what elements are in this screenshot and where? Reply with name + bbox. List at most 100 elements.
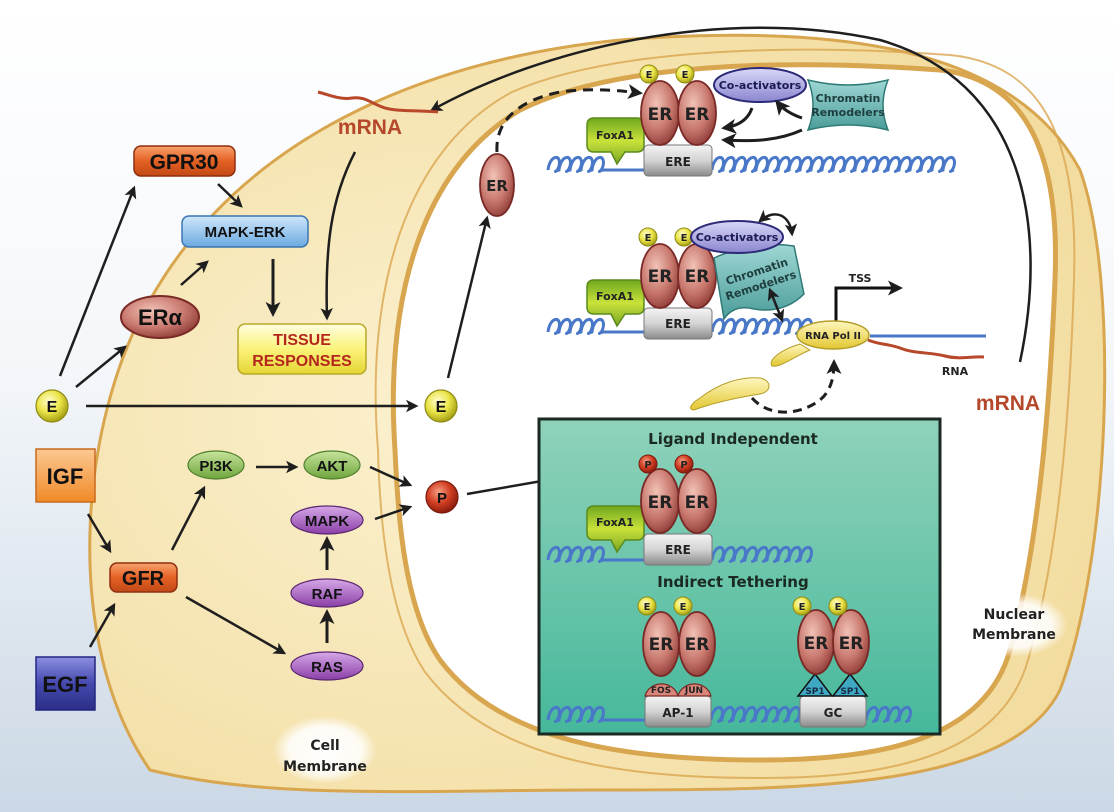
coactivators-classical[interactable]: Co-activators [713, 67, 807, 103]
dna-strand-classical [546, 156, 956, 173]
dna-segment [546, 156, 605, 173]
non-classical-panel: Ligand Independent FoxA1 ERE ER ER P P I… [537, 417, 942, 736]
estrogen-extracellular-label: E [47, 399, 58, 416]
egf-ligand[interactable]: EGF [35, 656, 96, 711]
estrogen-classical-right[interactable]: E [675, 64, 695, 84]
nuclear-membrane-label-glow [960, 593, 1068, 657]
nuclear-membrane-label-line1: Nuclear [984, 607, 1045, 623]
sp1-right-label: SP1 [840, 687, 859, 697]
arrow-coactivators-to-er [721, 107, 754, 134]
ap1-label: AP-1 [662, 706, 693, 720]
er-ap1-right-label: ER [685, 635, 710, 655]
er-gc-right-label: ER [839, 634, 864, 654]
ap1-site[interactable]: AP-1 [644, 695, 712, 728]
dashed-pol2-recruit-arrow [750, 359, 842, 414]
mapk-erk-box[interactable]: MAPK-ERK [181, 215, 309, 248]
chromatin-classical-line1: Chromatin [816, 92, 881, 105]
estrogen-classical-left[interactable]: E [639, 64, 659, 84]
er-classical-right-label: ER [685, 105, 710, 125]
estrogen-transcription-left[interactable]: E [638, 227, 658, 247]
ere-box[interactable]: ERE [643, 533, 713, 566]
fos-label: FOS [651, 686, 671, 696]
raf-label: RAF [312, 586, 343, 603]
ras-node[interactable]: RAS [290, 651, 364, 681]
ere-box-label: ERE [665, 543, 691, 557]
estrogen-ap1-right[interactable]: E [673, 596, 693, 616]
chromatin-remodelers-classical[interactable]: Chromatin Remodelers [806, 78, 890, 132]
estrogen-transcription-right-label: E [681, 233, 688, 244]
dna-segment [546, 546, 605, 563]
ere-classical[interactable]: ERE [643, 144, 713, 177]
coactivators-transcription[interactable]: Co-activators [690, 220, 784, 254]
free-er-label: ER [486, 177, 508, 195]
arrow-chromatin-to-coactivators [775, 99, 803, 120]
er-dimer-classical[interactable]: ER ER [640, 80, 717, 146]
estrogen-gc-right[interactable]: E [828, 596, 848, 616]
estrogen-gc-left-label: E [799, 602, 806, 613]
mapk-erk-label: MAPK-ERK [205, 224, 286, 241]
gc-site[interactable]: GC [799, 695, 867, 728]
ere-classical-label: ERE [665, 155, 691, 169]
phospho-box-right[interactable]: P [674, 454, 694, 474]
cytoplasm-mrna-strand [317, 90, 439, 114]
ras-label: RAS [311, 659, 343, 676]
dna-segment [546, 318, 605, 335]
akt-node[interactable]: AKT [303, 450, 361, 480]
ere-transcription-label: ERE [665, 317, 691, 331]
estrogen-ap1-left[interactable]: E [637, 596, 657, 616]
jun-protein[interactable]: JUN [677, 683, 712, 697]
pi3k-node[interactable]: PI3K [187, 450, 245, 480]
akt-label: AKT [317, 458, 348, 475]
coactivators-classical-label: Co-activators [719, 79, 802, 92]
cell-membrane-label-line1: Cell [310, 738, 339, 754]
gfr-receptor[interactable]: GFR [109, 562, 178, 593]
tissue-responses-line1: TISSUE [273, 332, 331, 349]
indirect-tethering-title: Indirect Tethering [657, 573, 808, 591]
igf-ligand[interactable]: IGF [35, 448, 96, 503]
tissue-responses-box[interactable]: TISSUE RESPONSES [237, 323, 367, 375]
arrow-gfr-to-pi3k [170, 485, 206, 551]
dna-segment [864, 706, 912, 723]
sp1-left[interactable]: SP1 [796, 672, 834, 697]
arrow-mapk-to-p [374, 504, 413, 521]
phospho-box-left[interactable]: P [638, 454, 658, 474]
gfr-label: GFR [122, 568, 165, 590]
rna-label: RNA [942, 365, 969, 378]
raf-node[interactable]: RAF [290, 578, 364, 608]
nuclear-membrane-label-line2: Membrane [972, 627, 1056, 643]
estrogen-transcription-left-label: E [645, 233, 652, 244]
rna-pol2-label: RNA Pol II [805, 331, 861, 342]
er-dimer-gc[interactable]: ER ER [797, 609, 870, 675]
estrogen-extracellular[interactable]: E [35, 389, 69, 423]
mapk-node[interactable]: MAPK [290, 505, 364, 535]
mapk-label: MAPK [305, 513, 349, 530]
phospho-cytoplasm[interactable]: P [425, 480, 459, 514]
er-ap1-left-label: ER [649, 635, 674, 655]
free-pol2[interactable] [690, 377, 770, 411]
dna-segment [710, 318, 813, 335]
er-dimer-ap1[interactable]: ER ER [642, 611, 716, 677]
ere-transcription[interactable]: ERE [643, 307, 713, 340]
phospho-box-right-label: P [680, 460, 687, 471]
rna-pol2[interactable]: RNA Pol II [770, 320, 870, 367]
estrogen-classical-left-label: E [646, 70, 653, 81]
phospho-box-left-label: P [644, 460, 651, 471]
gpr30-label: GPR30 [150, 151, 219, 174]
nuclear-mrna-label: mRNA [976, 392, 1040, 415]
sp1-right[interactable]: SP1 [831, 672, 869, 697]
arrow-e-to-eralpha [75, 345, 127, 388]
estrogen-classical-right-label: E [682, 70, 689, 81]
er-dimer-ligand-independent[interactable]: ER ER [640, 468, 717, 534]
er-ligand-right-label: ER [685, 493, 710, 513]
er-dimer-transcription[interactable]: ER ER [640, 243, 717, 309]
free-er[interactable]: ER [479, 153, 515, 217]
nuclear-membrane-outer [374, 48, 1076, 780]
fos-protein[interactable]: FOS [644, 683, 679, 697]
estrogen-gc-left[interactable]: E [792, 596, 812, 616]
er-alpha-receptor[interactable]: ERα [120, 295, 200, 339]
arrow-e-to-free-er [446, 215, 491, 379]
estrogen-inner[interactable]: E [424, 389, 458, 423]
ligand-independent-title: Ligand Independent [648, 430, 818, 448]
gpr30-receptor[interactable]: GPR30 [133, 145, 236, 177]
